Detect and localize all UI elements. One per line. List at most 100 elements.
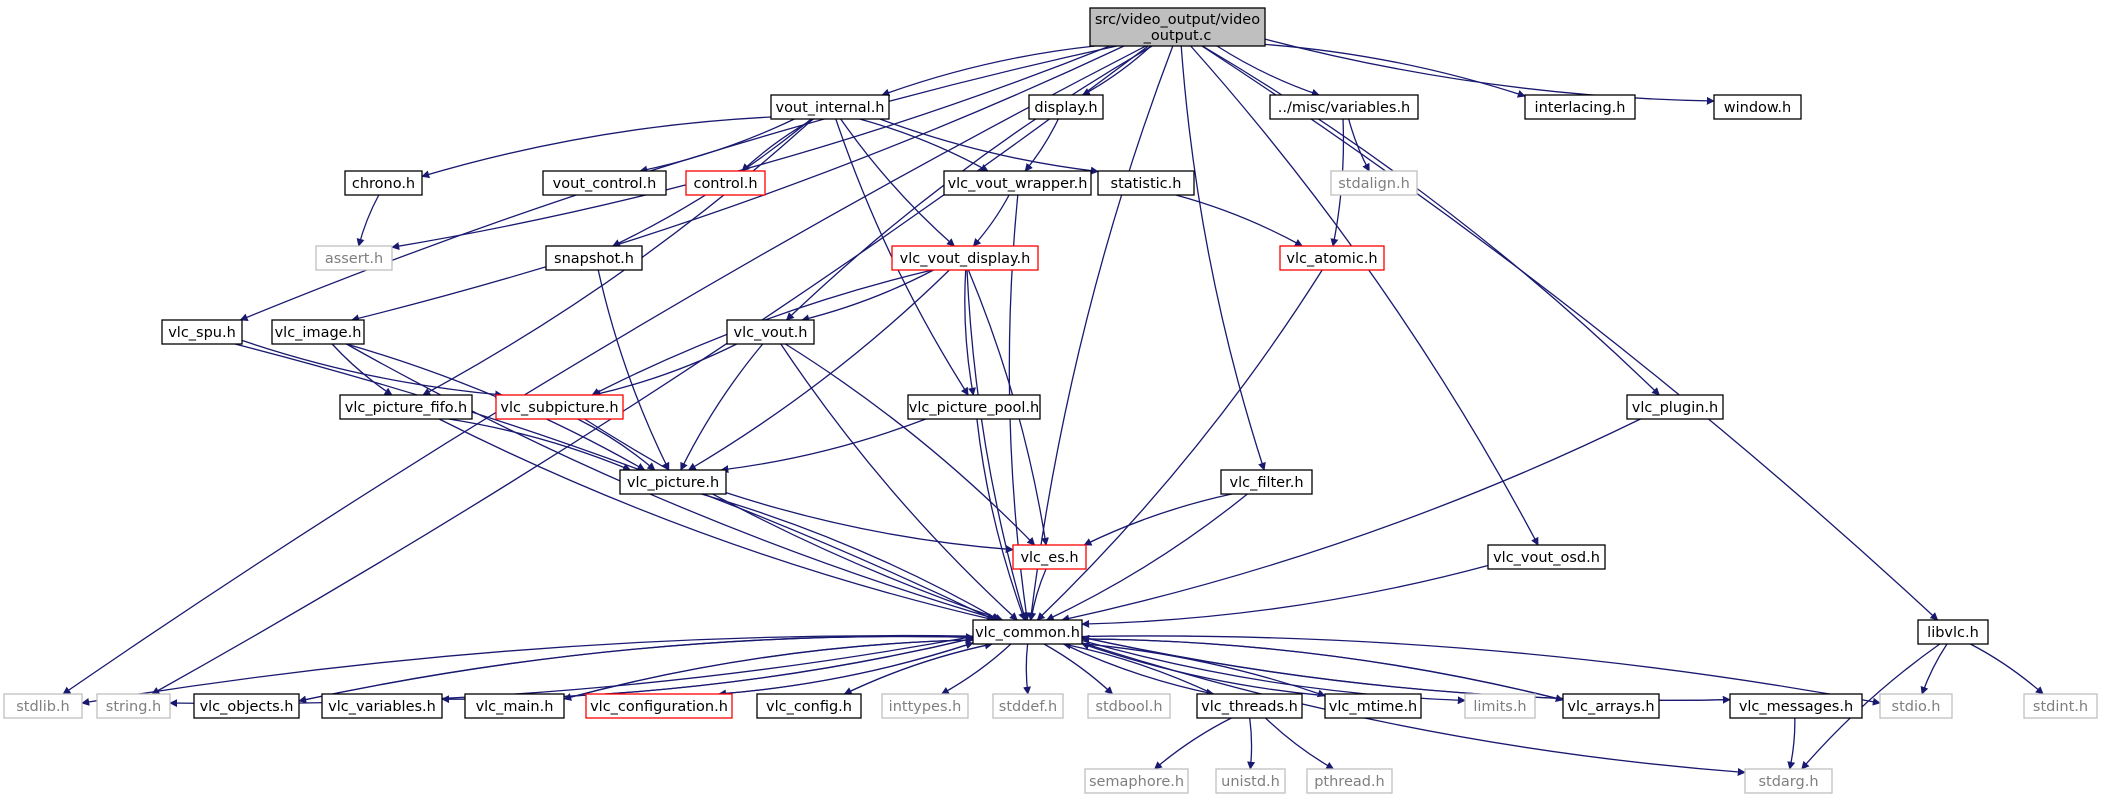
node-pthread-label: pthread.h — [1314, 774, 1385, 790]
node-stdio-label: stdio.h — [1892, 699, 1941, 715]
node-vlc_subpicture[interactable]: vlc_subpicture.h — [495, 394, 624, 420]
node-vlc_vout_wrapper[interactable]: vlc_vout_wrapper.h — [943, 170, 1092, 196]
node-vlc_mtime-box — [1324, 693, 1422, 719]
node-interlacing[interactable]: interlacing.h — [1524, 94, 1636, 120]
node-vlc_main-label: vlc_main.h — [476, 699, 554, 715]
node-limits-label: limits.h — [1473, 699, 1526, 715]
node-libvlc-box — [1917, 619, 1989, 645]
node-stdint: stdint.h — [2023, 693, 2098, 719]
node-assert-label: assert.h — [325, 251, 383, 267]
node-misc_variables-box — [1269, 94, 1419, 120]
node-vlc_variables[interactable]: vlc_variables.h — [321, 693, 443, 719]
edge-libvlc-to-stdio — [1920, 643, 1948, 695]
node-vlc_vout[interactable]: vlc_vout.h — [726, 319, 815, 345]
edge-root-to-window — [1264, 38, 1715, 105]
node-vlc_threads[interactable]: vlc_threads.h — [1196, 693, 1303, 719]
node-vlc_picture_fifo[interactable]: vlc_picture_fifo.h — [339, 394, 473, 420]
node-vlc_plugin-label: vlc_plugin.h — [1632, 400, 1718, 416]
node-vlc_vout_display[interactable]: vlc_vout_display.h — [891, 245, 1039, 271]
node-vout_control-box — [542, 170, 667, 196]
node-vlc_config[interactable]: vlc_config.h — [756, 693, 862, 719]
edge-statistic-to-vlc_atomic — [1175, 194, 1303, 247]
node-vlc_atomic[interactable]: vlc_atomic.h — [1279, 245, 1385, 271]
node-vlc_configuration-box — [585, 693, 733, 719]
node-misc_variables-label: ../misc/variables.h — [1278, 100, 1411, 116]
node-vlc_objects[interactable]: vlc_objects.h — [193, 693, 300, 719]
node-vlc_messages-box — [1729, 693, 1863, 719]
edge-vlc_spu-to-vlc_common — [234, 343, 996, 621]
node-chrono[interactable]: chrono.h — [344, 170, 423, 196]
node-vlc_messages-label: vlc_messages.h — [1739, 699, 1853, 715]
edge-vlc_vout_display-to-vlc_picture — [687, 269, 950, 471]
node-vlc_picture_fifo-label: vlc_picture_fifo.h — [345, 400, 467, 416]
node-vlc_configuration[interactable]: vlc_configuration.h — [585, 693, 733, 719]
edge-root-to-assert — [391, 45, 1111, 251]
edge-vout_internal-to-vout_control — [639, 118, 795, 174]
node-string-label: string.h — [106, 699, 161, 715]
node-vlc_filter[interactable]: vlc_filter.h — [1220, 469, 1313, 495]
edge-vlc_subpicture-to-vlc_common — [584, 418, 1004, 622]
edge-display-to-vlc_vout_wrapper — [1024, 118, 1059, 172]
node-vout_control[interactable]: vout_control.h — [542, 170, 667, 196]
edge-root-to-vlc_filter — [1180, 45, 1266, 471]
node-vlc_image[interactable]: vlc_image.h — [271, 319, 365, 345]
edge-vlc_picture-to-vlc_common — [701, 493, 1000, 621]
node-vlc_plugin[interactable]: vlc_plugin.h — [1626, 394, 1724, 420]
edge-vlc_atomic-to-vlc_common — [1036, 269, 1323, 621]
node-libvlc-label: libvlc.h — [1927, 625, 1979, 641]
node-snapshot[interactable]: snapshot.h — [545, 245, 643, 271]
node-control[interactable]: control.h — [685, 170, 766, 196]
node-inttypes: inttypes.h — [881, 693, 969, 719]
node-stdlib-box — [3, 693, 83, 719]
node-display[interactable]: display.h — [1028, 94, 1104, 120]
node-libvlc[interactable]: libvlc.h — [1917, 619, 1989, 645]
node-control-label: control.h — [693, 176, 757, 192]
node-vout_internal[interactable]: vout_internal.h — [770, 94, 890, 120]
node-vlc_atomic-box — [1279, 245, 1385, 271]
node-stdarg-label: stdarg.h — [1758, 774, 1818, 790]
node-stddef-box — [992, 693, 1064, 719]
node-root-label: src/video_output/video — [1095, 12, 1260, 28]
node-chrono-label: chrono.h — [352, 176, 415, 192]
node-vlc_picture[interactable]: vlc_picture.h — [619, 469, 727, 495]
node-vlc_image-box — [271, 319, 365, 345]
node-stdbool: stdbool.h — [1087, 693, 1171, 719]
node-window-box — [1713, 94, 1802, 120]
node-stdalign: stdalign.h — [1330, 170, 1418, 196]
node-semaphore-label: semaphore.h — [1089, 774, 1184, 790]
node-limits-box — [1464, 693, 1536, 719]
edge-vlc_picture-to-vlc_es — [725, 491, 1014, 554]
node-vlc_objects-label: vlc_objects.h — [200, 699, 294, 715]
node-vlc_picture_pool[interactable]: vlc_picture_pool.h — [907, 394, 1041, 420]
node-vlc_spu[interactable]: vlc_spu.h — [161, 319, 243, 345]
edge-vlc_messages-to-stdarg — [1787, 717, 1796, 770]
edge-vlc_common-to-vlc_threads — [1063, 643, 1215, 697]
edge-vout_internal-to-statistic — [879, 118, 1099, 175]
node-misc_variables[interactable]: ../misc/variables.h — [1269, 94, 1419, 120]
edge-vlc_common-to-vlc_configuration — [718, 642, 974, 698]
node-statistic[interactable]: statistic.h — [1097, 170, 1195, 196]
node-string-box — [96, 693, 171, 719]
nodes-layer: src/video_output/video_output.c vout_inte… — [3, 7, 2098, 794]
edge-vout_internal-to-vlc_vout_wrapper — [859, 118, 989, 172]
edge-snapshot-to-vlc_picture — [597, 269, 670, 471]
node-vlc_es[interactable]: vlc_es.h — [1012, 544, 1087, 570]
node-inttypes-label: inttypes.h — [889, 699, 962, 715]
node-vlc_main[interactable]: vlc_main.h — [464, 693, 565, 719]
edge-vlc_threads-to-unistd — [1247, 717, 1256, 770]
node-vlc_messages[interactable]: vlc_messages.h — [1729, 693, 1863, 719]
node-vlc_mtime[interactable]: vlc_mtime.h — [1324, 693, 1422, 719]
node-vlc_vout_osd-label: vlc_vout_osd.h — [1493, 550, 1600, 566]
node-vlc_arrays[interactable]: vlc_arrays.h — [1562, 693, 1660, 719]
node-window[interactable]: window.h — [1713, 94, 1802, 120]
node-vlc_common[interactable]: vlc_common.h — [972, 619, 1083, 645]
node-interlacing-label: interlacing.h — [1535, 100, 1626, 116]
node-vlc_vout_osd[interactable]: vlc_vout_osd.h — [1487, 544, 1606, 570]
node-root[interactable]: src/video_output/video_output.c — [1089, 7, 1266, 47]
edge-vlc_picture_pool-to-vlc_picture — [720, 418, 927, 474]
node-vlc_image-label: vlc_image.h — [275, 325, 362, 341]
edge-vlc_threads-to-vlc_common — [1062, 641, 1214, 695]
edge-vlc_picture_fifo-to-vlc_common — [438, 418, 996, 623]
node-vlc_spu-box — [161, 319, 243, 345]
edge-vlc_common-to-vlc_config — [843, 643, 993, 695]
